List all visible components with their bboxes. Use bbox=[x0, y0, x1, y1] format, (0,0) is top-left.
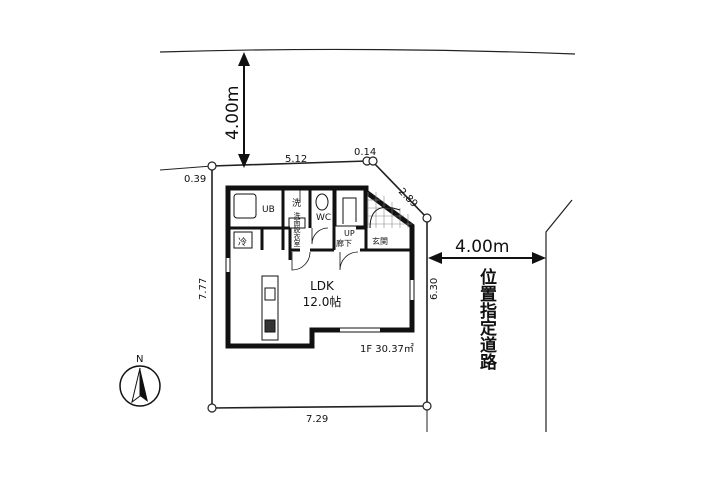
toilet bbox=[315, 193, 329, 211]
sink bbox=[264, 287, 276, 301]
left-offset-label: 0.39 bbox=[184, 174, 206, 185]
door-swings bbox=[291, 188, 359, 271]
windows bbox=[225, 258, 415, 333]
site-top-line bbox=[159, 165, 213, 171]
north-road-width-label: 4.00m bbox=[223, 86, 243, 140]
kitchen-counter bbox=[261, 275, 279, 341]
floor-area-label: 1F 30.37㎡ bbox=[360, 343, 414, 355]
room-wc: WC bbox=[316, 213, 331, 223]
interior-walls bbox=[226, 188, 412, 260]
room-ldk-size: 12.0帖 bbox=[303, 294, 342, 309]
room-fridge: 冷 bbox=[238, 236, 247, 248]
compass-label: N bbox=[136, 354, 143, 365]
corner-short-label: 0.14 bbox=[354, 147, 376, 158]
east-road-dimension bbox=[428, 252, 546, 264]
room-ub: UB bbox=[262, 205, 275, 215]
left-edge-label: 7.77 bbox=[198, 278, 209, 300]
building bbox=[225, 185, 415, 349]
room-entrance: 玄関 bbox=[372, 236, 388, 246]
room-laundry: 洗面脱衣室 bbox=[293, 211, 301, 247]
top-edge-label: 5.12 bbox=[285, 154, 307, 165]
right-edge-label: 6.30 bbox=[429, 278, 440, 300]
boundary-markers bbox=[207, 156, 432, 413]
stove bbox=[264, 319, 276, 333]
road-name-label: 位置指定道路 bbox=[476, 267, 497, 371]
marker-sw bbox=[207, 403, 217, 413]
washbasin bbox=[288, 217, 306, 229]
east-road-width-label: 4.00m bbox=[455, 237, 509, 257]
marker-ne2 bbox=[368, 156, 378, 166]
room-wash: 洗 bbox=[292, 197, 301, 209]
room-up: UP bbox=[344, 229, 355, 238]
bottom-edge-label: 7.29 bbox=[306, 414, 328, 425]
bath-tub bbox=[233, 193, 257, 219]
marker-se bbox=[422, 401, 432, 411]
east-road-edge bbox=[545, 199, 573, 432]
room-hallway: 廊下 bbox=[336, 238, 352, 248]
north-compass bbox=[119, 365, 161, 407]
room-ldk-name: LDK bbox=[310, 279, 335, 293]
north-road-edge bbox=[159, 48, 576, 55]
fridge-box bbox=[233, 231, 253, 249]
marker-e bbox=[422, 213, 432, 223]
staircase bbox=[335, 189, 401, 229]
marker-nw bbox=[207, 161, 217, 171]
exterior-wall bbox=[225, 185, 415, 349]
north-road-dimension bbox=[238, 52, 250, 168]
